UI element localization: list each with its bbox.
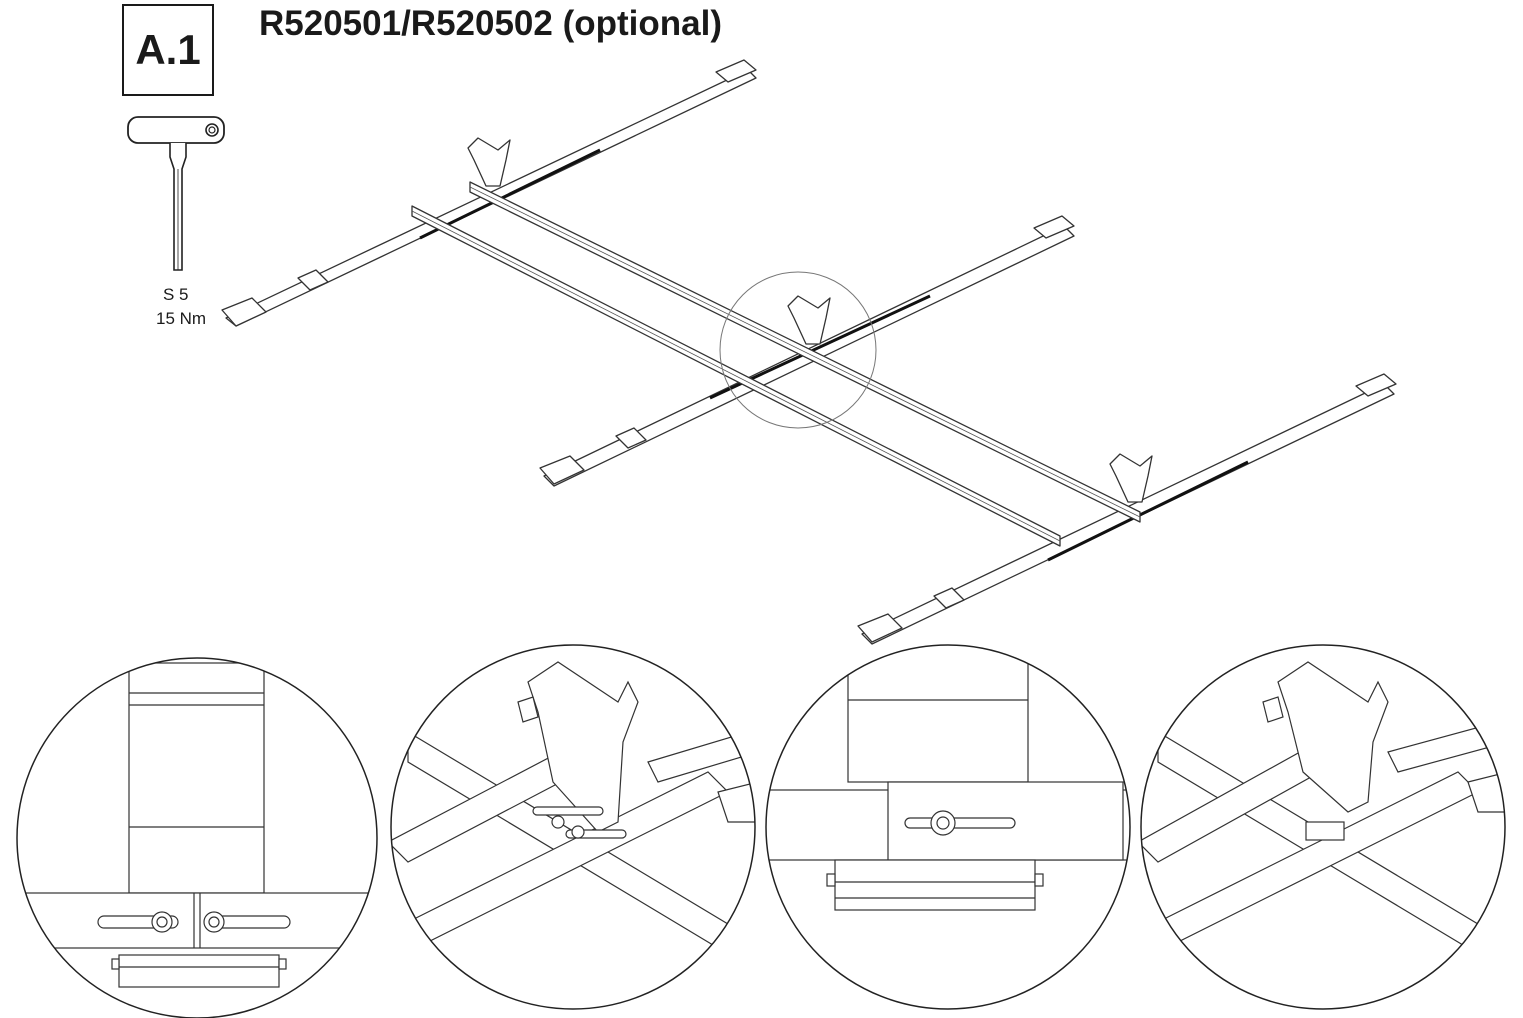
page-title: R520501/R520502 (optional) [259, 4, 722, 43]
step-number-box: A.1 [122, 4, 214, 96]
tool-size-label: S 5 [163, 285, 189, 304]
detail-bracket-bolt-alt-icon [1140, 644, 1506, 1010]
detail-beam-joint-front-icon [16, 657, 378, 1018]
detail-bracket-bolt-icon [390, 644, 756, 1010]
bracket-3 [1109, 453, 1153, 503]
bracket-2 [787, 295, 831, 345]
detail-beam-joint-top-icon [765, 644, 1131, 1010]
cross-beams [411, 181, 1141, 547]
tool-torque-label: 15 Nm [156, 309, 207, 328]
t-handle-hex-key-icon [127, 116, 225, 271]
step-number: A.1 [135, 26, 201, 73]
beam-frame-assembly-icon [221, 59, 1397, 645]
bracket-1 [467, 137, 511, 187]
